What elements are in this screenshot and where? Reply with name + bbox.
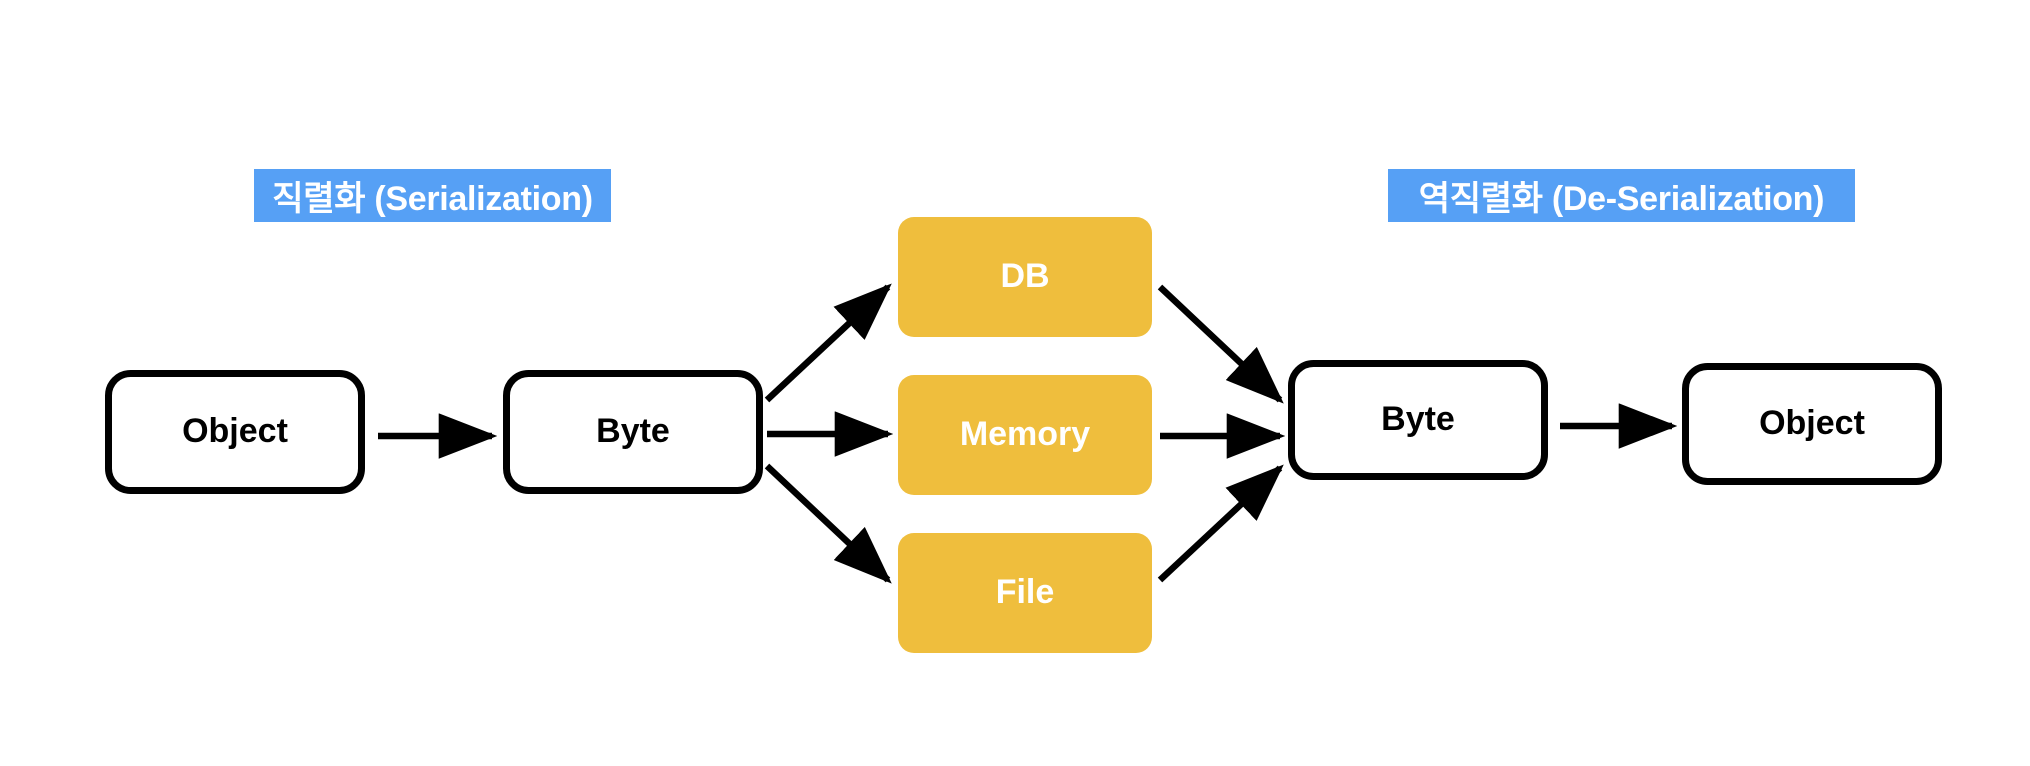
node-object-source[interactable]: Object	[105, 370, 365, 494]
node-store-memory[interactable]: Memory	[898, 375, 1152, 495]
annotation-serialization-text: 직렬화 (Serialization)	[272, 180, 593, 218]
node-shape-object-source	[105, 370, 365, 494]
node-shape-object-result	[1682, 363, 1942, 485]
edge-db-to-byte	[1157, 284, 1284, 404]
node-label-byte-serialized: Byte	[596, 412, 670, 450]
annotation-deserialization-text: 역직렬화 (De-Serialization)	[1418, 180, 1825, 218]
node-shape-byte-deserialized	[1288, 360, 1548, 480]
node-shape-store-db	[898, 217, 1152, 337]
node-label-store-memory: Memory	[960, 415, 1090, 453]
node-shape-store-file	[898, 533, 1152, 653]
node-label-store-db: DB	[1000, 257, 1049, 295]
edge-file-to-byte	[1157, 464, 1284, 583]
edge-byte-to-file	[764, 463, 892, 584]
node-store-db[interactable]: DB	[898, 217, 1152, 337]
node-object-result[interactable]: Object	[1682, 363, 1942, 485]
node-byte-serialized[interactable]: Byte	[503, 370, 763, 494]
annotation-deserialization: 역직렬화 (De-Serialization)	[1388, 169, 1855, 222]
node-shape-byte-serialized	[503, 370, 763, 494]
node-label-byte-deserialized: Byte	[1381, 400, 1455, 438]
node-byte-deserialized[interactable]: Byte	[1288, 360, 1548, 480]
node-shape-store-memory	[898, 375, 1152, 495]
edge-byte-to-db	[764, 283, 892, 403]
node-label-store-file: File	[996, 573, 1055, 611]
annotation-serialization: 직렬화 (Serialization)	[254, 169, 611, 222]
node-label-object-source: Object	[182, 412, 288, 450]
node-label-object-result: Object	[1759, 404, 1865, 442]
node-store-file[interactable]: File	[898, 533, 1152, 653]
